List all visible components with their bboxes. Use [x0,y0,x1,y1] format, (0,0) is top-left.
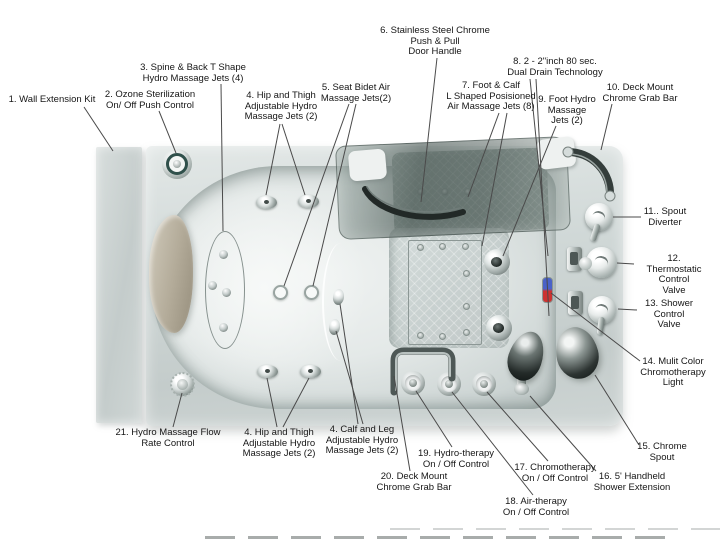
callout-12-thermostatic-valve: 12. Thermostatic Control Valve [646,253,702,296]
air-jet-hole [417,332,424,339]
callout-1-wall-extension-kit: 1. Wall Extension Kit [8,94,96,105]
door-hinge-pad-left [347,148,388,182]
foot-hydro-jet [484,249,510,275]
callout-2-ozone-sterilization: 2. Ozone Sterilization On/ Off Push Cont… [104,89,196,111]
air-jet-hole [439,243,446,250]
drain-fitting [567,247,582,271]
chromotherapy-button [472,372,496,396]
callout-4-calf-leg-jets: 4. Calf and Leg Adjustable Hydro Massage… [325,424,399,457]
callout-7-foot-calf-air-jets: 7. Foot & Calf L Shaped Posisioned Air M… [446,80,536,113]
spine-jet [219,250,228,259]
seat-edge-contour [322,243,360,361]
handheld-shower-base [514,383,529,395]
spine-jet [208,281,217,290]
air-jet-hole [463,329,470,336]
callout-21-flow-rate-control: 21. Hydro Massage Flow Rate Control [115,427,221,449]
chromotherapy-light [542,277,553,303]
callout-20-deck-grab-bar-bottom: 20. Deck Mount Chrome Grab Bar [376,471,452,493]
leader-line [600,103,613,151]
air-jet-hole [463,270,470,277]
callout-4-hip-thigh-jets-top: 4. Hip and Thigh Adjustable Hydro Massag… [244,90,318,123]
spine-jet [219,323,228,332]
spine-jet [222,288,231,297]
callout-3-spine-back-jets: 3. Spine & Back T Shape Hydro Massage Je… [140,62,246,84]
air-jet-hole [417,244,424,251]
spine-back-jet-zone [205,231,245,349]
handheld-shower-stem [517,374,526,390]
callout-14-chromotherapy-light: 14. Mulit Color Chromotherapy Light [640,356,706,389]
callout-10-deck-grab-bar: 10. Deck Mount Chrome Grab Bar [602,82,678,104]
air-therapy-button [437,372,461,396]
callout-13-shower-control-valve: 13. Shower Control Valve [644,298,694,331]
callout-4-hip-thigh-jets-bottom: 4. Hip and Thigh Adjustable Hydro Massag… [242,427,316,460]
cropped-text-artifact [390,528,720,530]
hip-thigh-jet [298,195,319,208]
door-hinge-pad-right [536,135,577,171]
callout-17-chromotherapy-control: 17. Chromotherapy On / Off Control [514,462,596,484]
hip-thigh-jet [256,196,277,209]
seat-bidet-jet [304,285,319,300]
callout-15-chrome-spout: 15. Chrome Spout [637,441,687,463]
hip-thigh-jet [257,365,278,378]
wall-extension-panel [96,147,142,423]
headrest-pillow [149,215,193,333]
callout-8-dual-drain: 8. 2 - 2"inch 80 sec. Dual Drain Technol… [507,56,603,78]
air-jet-hole [439,333,446,340]
callout-11-spout-diverter: 11.. Spout Diverter [643,206,687,228]
ozone-push-control [162,149,192,179]
cropped-text-artifact [205,536,665,539]
air-jet-hole [463,303,470,310]
callout-6-door-handle: 6. Stainless Steel Chrome Push & Pull Do… [380,25,490,58]
drain-fitting [568,291,583,315]
callout-18-air-therapy-control: 18. Air-therapy On / Off Control [502,496,570,518]
callout-9-foot-hydro-jets: 9. Foot Hydro Massage Jets (2) [538,94,596,127]
foot-hydro-jet [486,315,512,341]
leader-line [83,106,114,152]
air-jet-hole [462,243,469,250]
thermostatic-knob [579,257,592,270]
air-jet-field [408,240,482,345]
hydro-therapy-button [401,371,425,395]
seat-bidet-jet [273,285,288,300]
flow-rate-control [170,372,195,397]
callout-16-handheld-shower: 16. 5' Handheld Shower Extension [593,471,671,493]
callout-19-hydro-therapy-control: 19. Hydro-therapy On / Off Control [417,448,495,470]
hip-thigh-jet [300,365,321,378]
callout-5-seat-bidet-jets: 5. Seat Bidet Air Massage Jets(2) [320,82,392,104]
